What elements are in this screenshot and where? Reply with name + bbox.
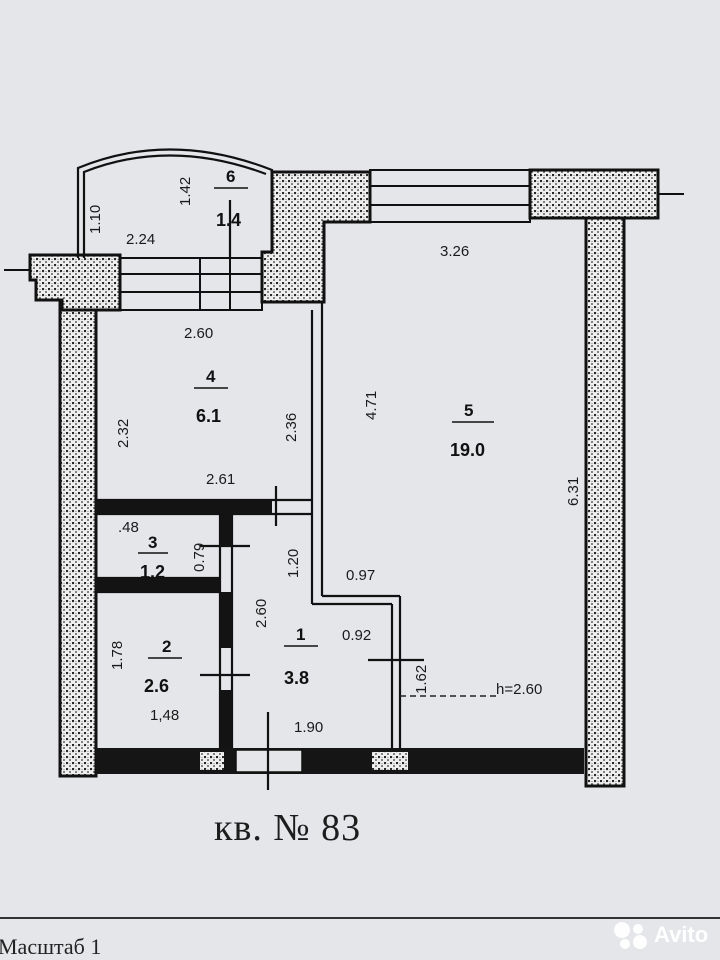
- dim-hall-step2: 0.92: [342, 627, 371, 644]
- room-1-area: 3.8: [284, 668, 309, 688]
- dim-balcony-width: 2.24: [126, 231, 155, 248]
- room-6-number: 6: [226, 167, 235, 186]
- dim-balcony-side: 1.42: [177, 177, 194, 206]
- dim-room4-left: 2.32: [115, 419, 132, 448]
- room-1-number: 1: [296, 625, 305, 644]
- dim-balcony-left: 1.10: [87, 205, 104, 234]
- avito-watermark: Avito: [612, 918, 708, 952]
- avito-logo-icon: [614, 922, 647, 949]
- room-5-area: 19.0: [450, 440, 485, 460]
- dim-room5-inner: 4.71: [363, 391, 380, 420]
- dim-room4-top: 2.60: [184, 325, 213, 342]
- room-3-number: 3: [148, 533, 157, 552]
- dim-room4-right: 2.36: [283, 413, 300, 442]
- room-5-number: 5: [464, 401, 473, 420]
- watermark-text: Avito: [654, 922, 709, 947]
- outer-walls: [28, 168, 660, 788]
- dim-room2-width: 1,48: [150, 707, 179, 724]
- dim-ceiling-height: h=2.60: [496, 681, 542, 698]
- windows: [4, 169, 684, 311]
- dim-room5-width: 3.26: [440, 243, 469, 260]
- scale-label: Масштаб 1: [0, 934, 102, 959]
- dimension-labels: 1.10 1.42 2.24 3.26 2.60 2.32 2.36 2.61 …: [87, 177, 582, 736]
- dim-room2-height: 1.78: [109, 641, 126, 670]
- room-4-number: 4: [206, 367, 216, 386]
- dim-hall-bottom: 1.90: [294, 719, 323, 736]
- room-2-number: 2: [162, 637, 171, 656]
- dim-hall-upper: 1.20: [285, 549, 302, 578]
- dim-room4-bottom: 2.61: [206, 471, 235, 488]
- partition-fill: [96, 500, 272, 748]
- partitions: [96, 302, 424, 790]
- room-4-area: 6.1: [196, 406, 221, 426]
- dim-room3-width: .48: [118, 519, 139, 536]
- balcony-outline: [76, 148, 274, 258]
- dim-hall-step: 0.97: [346, 567, 375, 584]
- room-6-area: 1.4: [216, 210, 241, 230]
- room-2-area: 2.6: [144, 676, 169, 696]
- room-labels: 6 1.4 4 6.1 5 19.0 3 1.2 2 2.6 1 3.8: [138, 167, 494, 696]
- dim-room5-right: 6.31: [565, 477, 582, 506]
- dim-hall-left: 2.60: [253, 599, 270, 628]
- dim-room3-height: 0.79: [191, 543, 208, 572]
- plan-title: кв. № 83: [214, 807, 362, 849]
- room-3-area: 1.2: [140, 562, 165, 582]
- dim-hall-right: 1.62: [413, 665, 430, 694]
